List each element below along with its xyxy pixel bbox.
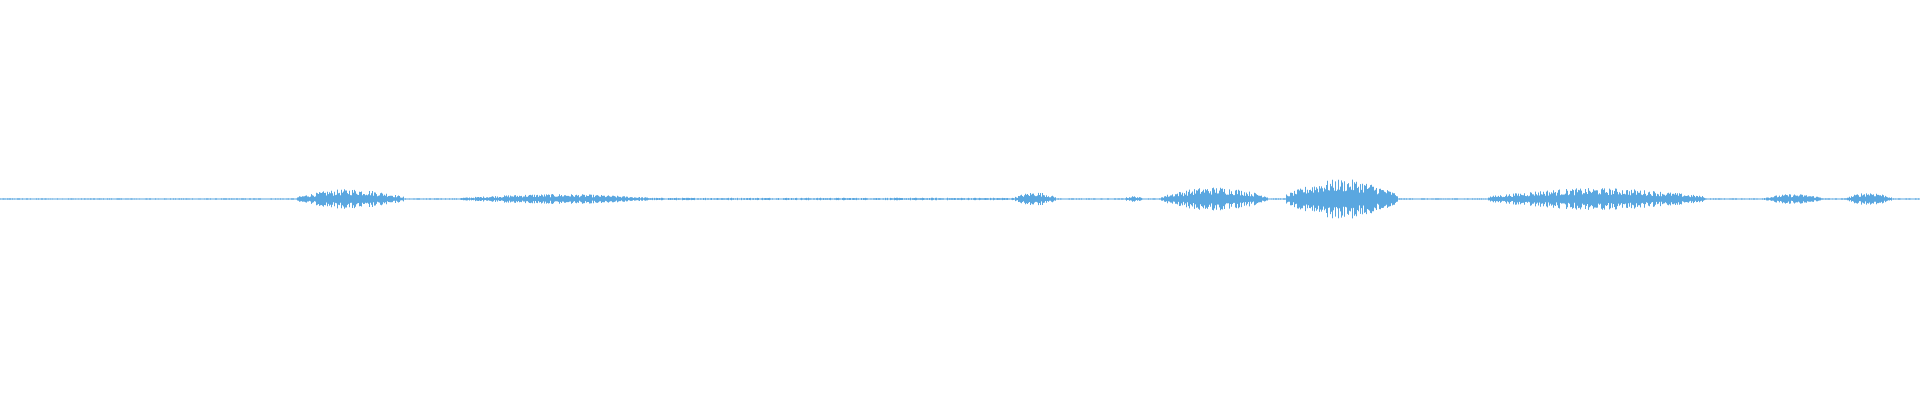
waveform-burst <box>652 197 1014 201</box>
waveform-segment <box>1286 179 1398 219</box>
waveform-segment <box>1762 194 1824 204</box>
waveform-burst <box>1847 193 1892 205</box>
waveform-burst <box>1891 198 1920 200</box>
waveform-burst <box>1762 194 1824 204</box>
waveform-segment <box>1488 188 1705 210</box>
waveform-segment <box>1142 198 1162 200</box>
waveform-burst <box>403 198 461 200</box>
waveform-segment <box>1056 198 1124 200</box>
waveform-segment <box>1267 198 1287 200</box>
waveform-segment <box>1824 198 1848 200</box>
waveform-burst <box>1397 198 1488 200</box>
waveform-burst <box>1013 192 1056 206</box>
waveform-segment <box>1847 193 1892 205</box>
waveform-segment <box>0 198 298 200</box>
waveform-segment <box>1161 187 1268 211</box>
waveform-segment <box>1891 198 1920 200</box>
waveform-burst <box>0 198 298 200</box>
waveform-segment <box>1704 198 1763 200</box>
waveform-burst <box>1123 196 1143 202</box>
waveform-segment <box>1397 198 1488 200</box>
waveform-burst <box>1824 198 1848 200</box>
waveform-segment <box>1013 192 1056 206</box>
waveform-bars <box>0 179 1920 219</box>
waveform-segment <box>297 189 404 209</box>
waveform-burst <box>1267 198 1287 200</box>
waveform-segment <box>652 197 1014 201</box>
waveform-burst <box>297 189 404 209</box>
waveform-burst <box>1161 187 1268 211</box>
waveform-burst <box>1056 198 1124 200</box>
waveform-segment <box>1123 196 1143 202</box>
waveform-burst <box>460 194 653 204</box>
waveform-burst <box>1142 198 1162 200</box>
waveform-segment <box>403 198 461 200</box>
waveform-burst <box>1704 198 1763 200</box>
waveform-burst <box>1488 188 1705 210</box>
waveform-burst <box>1286 179 1398 219</box>
waveform-segment <box>460 194 653 204</box>
